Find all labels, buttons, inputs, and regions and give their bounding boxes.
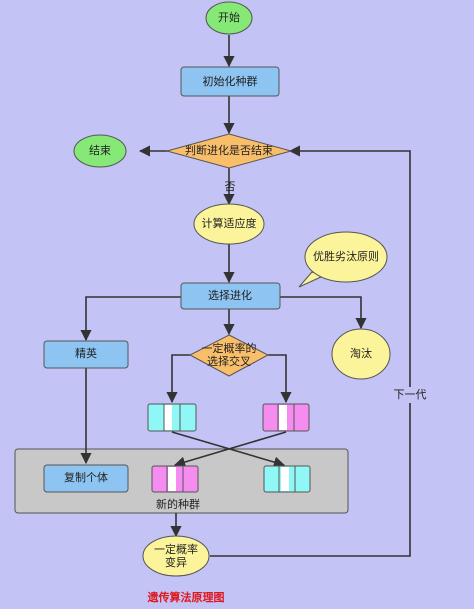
init-node xyxy=(180,66,280,97)
decision-node xyxy=(165,133,293,169)
init-label: 初始化种群 xyxy=(202,75,258,88)
mutation-node xyxy=(142,535,210,577)
edge-select-to-elite xyxy=(80,296,181,342)
decision-label: 判断进化是否结束 xyxy=(185,144,273,157)
chromosome-pink-bottom xyxy=(151,465,199,493)
diagram-caption: 遗传算法原理图 xyxy=(147,591,225,604)
select-label: 选择进化 xyxy=(208,289,252,302)
elite-node xyxy=(43,340,129,369)
edge-cross-right-to-left xyxy=(173,431,287,468)
copy-label: 复制个体 xyxy=(64,471,108,484)
edge-crossover-to-left-chromosome xyxy=(166,354,190,404)
principle-bubble xyxy=(304,231,388,283)
mutation-label-line2: 变异 xyxy=(165,556,187,569)
mutation-label-line1: 一定概率 xyxy=(154,543,198,556)
select-node xyxy=(180,282,281,310)
fitness-label: 计算适应度 xyxy=(201,217,257,230)
crossover-label-line1: 一定概率的 xyxy=(201,342,257,355)
principle-label: 优胜劣汰原则 xyxy=(313,250,379,263)
chromosome-cyan-bottom xyxy=(263,465,311,493)
crossover-node xyxy=(188,334,270,377)
eliminate-node xyxy=(331,328,391,380)
edge-label-next-generation: 下一代 xyxy=(393,388,427,401)
start-label: 开始 xyxy=(218,11,240,24)
elite-label: 精英 xyxy=(75,347,97,360)
edge-label-no: 否 xyxy=(224,180,236,193)
edge-crossover-to-right-chromosome xyxy=(268,354,292,404)
end-label: 结束 xyxy=(89,144,111,157)
copy-node xyxy=(43,464,129,493)
new-population-label: 新的种群 xyxy=(156,498,200,511)
edge-mutation-to-decision xyxy=(210,145,411,557)
crossover-label-line2: 选择交叉 xyxy=(207,355,251,368)
eliminate-label: 淘汰 xyxy=(350,347,372,360)
start-node xyxy=(205,1,253,35)
edge-label-background xyxy=(392,387,428,403)
fitness-node xyxy=(193,203,265,245)
chromosome-cyan-top xyxy=(147,403,197,432)
edge-select-to-eliminate xyxy=(280,296,367,330)
end-node xyxy=(73,134,127,168)
chromosome-pink-top xyxy=(262,403,310,432)
